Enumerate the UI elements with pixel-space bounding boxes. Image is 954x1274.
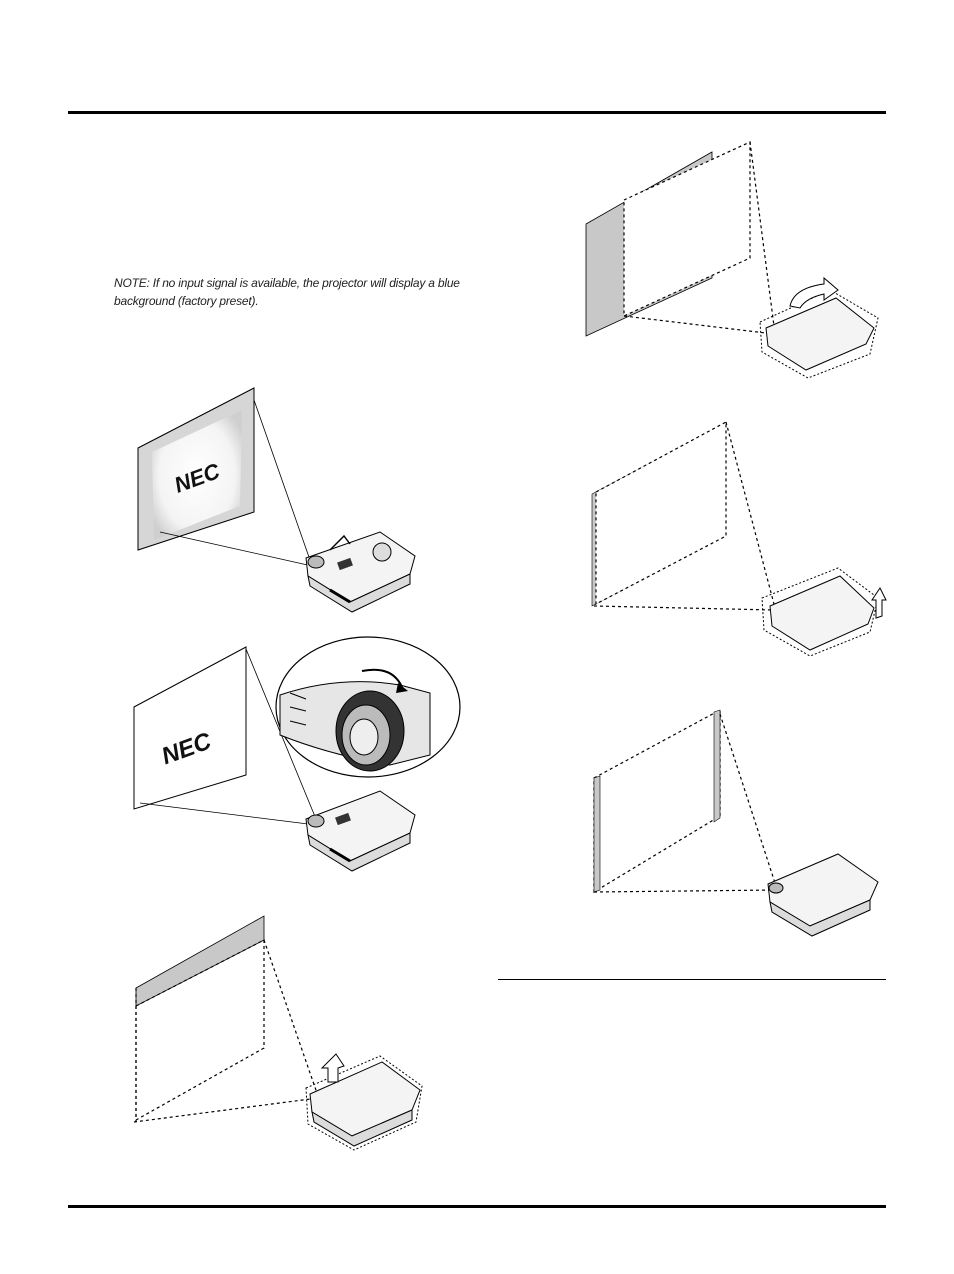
projector-icon [305,1053,423,1151]
projector-icon [761,567,887,657]
projector-icon [759,276,879,379]
header-rule [68,111,886,114]
projector-icon [305,531,416,613]
projector-icon [767,853,879,937]
section-divider [498,979,886,980]
figure-rotate [585,141,879,379]
figure-adjust-foot [591,420,887,657]
projection-screen [133,646,247,810]
figure-keystone [593,708,879,937]
figure-focus-adjust: NEC [133,636,461,872]
lens-icon [279,668,431,772]
footer-rule [68,1205,886,1208]
figure-projected-logo: NEC [137,387,416,613]
projector-icon [305,790,416,872]
note-text: NOTE: If no input signal is available, t… [114,276,460,308]
figure-tilt-up [133,915,423,1151]
